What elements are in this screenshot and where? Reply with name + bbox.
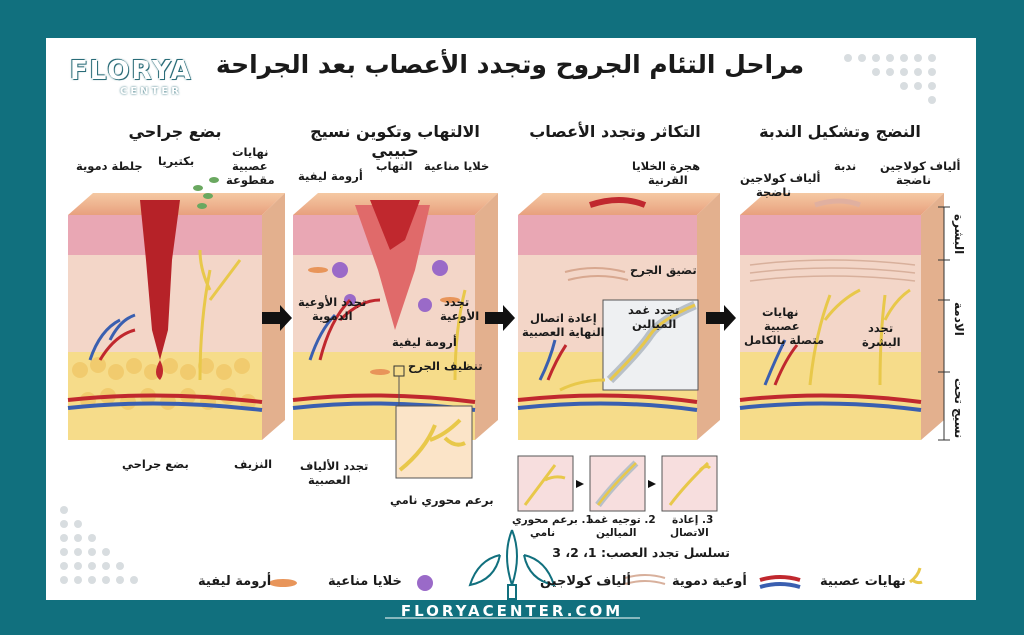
label-connected-nerves-2: عصبية: [764, 319, 800, 333]
label-scar: ندبة: [834, 159, 857, 173]
seq-step2-2: الميالين: [596, 527, 637, 539]
label-vessel-b-2: الأوعية: [440, 309, 480, 323]
legend-nerves: نهايات عصبية: [820, 574, 906, 589]
label-immune-cells: خلايا مناعية: [424, 159, 490, 173]
legend-icons: [269, 567, 923, 591]
label-vessel-regen-2: الدموية: [312, 309, 353, 323]
legend-immune: خلايا مناعية: [328, 574, 402, 589]
label-connected-nerves-3: متصلة بالكامل: [744, 333, 825, 347]
label-myelin-1: تجدد غمد: [628, 303, 680, 317]
seq-step3-2: الاتصال: [670, 527, 709, 539]
label-fibroblast: أرومة ليفية: [392, 335, 457, 349]
nerve-sequence: [517, 455, 718, 512]
brand-flower-icon: [468, 529, 556, 600]
footer-url: FLORYACENTER.COM: [400, 602, 624, 620]
seq-step3-1: 3. إعادة: [672, 514, 714, 526]
stage-title-inflammation: الالتهاب وتكوين نسيج حبيبي: [310, 122, 480, 160]
label-cut-nerves-1: نهايات: [232, 145, 269, 159]
stage-title-incision: بضع جراحي: [128, 122, 222, 141]
seq-step2-1: 2. توجيه غمد: [588, 514, 656, 526]
label-clot: جلطة دموية: [76, 159, 143, 173]
legend-fibroblast: أرومة ليفية: [198, 574, 272, 589]
label-reconnect-1: إعادة اتصال: [530, 311, 597, 325]
label-fibroblast-top: أرومة ليفية: [298, 169, 363, 183]
label-axon-sprout: برعم محوري نامي: [390, 493, 494, 507]
label-inflammation: التهاب: [376, 159, 413, 173]
stage-title-proliferation: التكاثر وتجدد الأعصاب: [529, 122, 701, 141]
layer-label-subcutis: نسيج تحت: [952, 378, 966, 439]
label-wound-contraction: تضيق الجرح: [630, 263, 697, 277]
label-collagen-right-1: ألياف كولاجين: [880, 159, 961, 173]
sequence-title: تسلسل تجدد العصب: 1، 2، 3: [552, 545, 730, 560]
brand-logo-sub: CENTER: [120, 86, 182, 97]
label-vessel-regen-1: تجدد الأوعية: [298, 295, 367, 309]
label-wound-cleaning: تنظيف الجرح: [408, 359, 483, 373]
label-cut-nerves-2: عصبية: [232, 159, 268, 173]
seq-step1-1: 1. برعم محوري: [512, 514, 593, 526]
panel-inflammation: [292, 193, 498, 479]
page-title: مراحل التئام الجروح وتجدد الأعصاب بعد ال…: [215, 50, 805, 79]
label-incision: بضع جراحي: [122, 457, 189, 471]
stage-arrows: [262, 305, 736, 331]
label-reconnect-2: النهاية العصبية: [522, 325, 605, 339]
label-collagen-right-2: ناضجة: [896, 173, 932, 187]
legend-vessels: أوعية دموية: [672, 574, 747, 589]
seq-step1-2: نامي: [530, 527, 556, 539]
brand-logo: FLORYA: [70, 56, 193, 86]
panel-proliferation: [517, 193, 720, 440]
label-collagen-left-2: ناضجة: [756, 185, 792, 199]
layer-label-epidermis: البشرة: [952, 214, 966, 255]
label-epidermis-regen-2: البشرة: [862, 335, 901, 349]
label-nerve-fiber-regen-1: تجدد الألياف: [300, 459, 369, 473]
label-myelin-2: الميالين: [632, 317, 677, 331]
label-nerve-fiber-regen-2: العصبية: [308, 473, 351, 487]
stage-title-maturation: النضج وتشكيل الندبة: [759, 122, 921, 141]
label-cell-migration-1: هجرة الخلايا: [632, 159, 701, 173]
panel-incision: [67, 177, 285, 440]
legend-collagen: ألياف كولاجين: [540, 574, 631, 589]
label-collagen-left-1: ألياف كولاجين: [740, 171, 821, 185]
label-connected-nerves-1: نهايات: [762, 305, 799, 319]
label-bacteria: بكتيريا: [158, 154, 195, 168]
panel-maturation: [739, 193, 950, 441]
label-vessel-b-1: تجدد: [444, 295, 470, 309]
label-cell-migration-2: القرنية: [648, 173, 688, 187]
decorative-dots: [60, 54, 936, 584]
label-epidermis-regen-1: تجدد: [868, 321, 894, 335]
label-cut-nerves-3: مقطوعة: [226, 173, 275, 187]
label-bleeding: النزيف: [234, 457, 273, 471]
layer-label-dermis: الادمة: [952, 302, 966, 336]
